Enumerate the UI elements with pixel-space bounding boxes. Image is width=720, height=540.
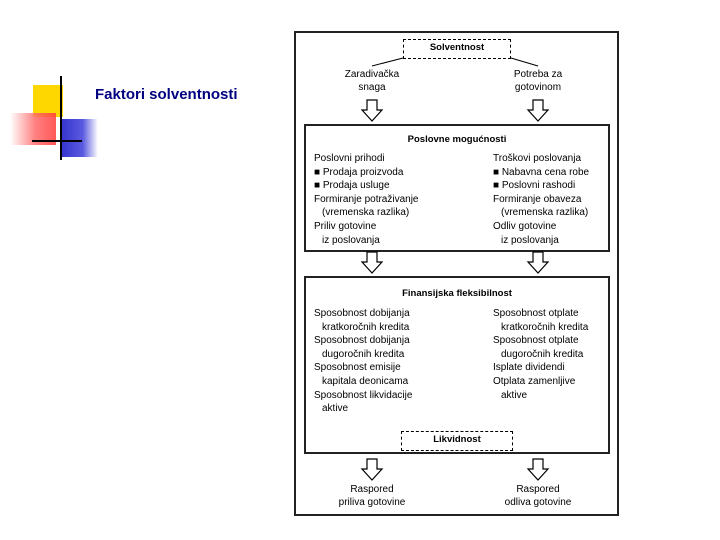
logo-vertical-line: [60, 76, 62, 160]
slide-title: Faktori solventnosti: [95, 86, 238, 103]
list-item: kapitala deonicama: [322, 375, 409, 387]
right-output-line-2: odliva gotovine: [504, 497, 572, 508]
list-item: Sposobnost emisije: [314, 362, 401, 374]
logo-horizontal-line: [32, 140, 82, 142]
list-item: (vremenska razlika): [501, 207, 589, 219]
list-item: dugoročnih kredita: [322, 348, 405, 360]
list-item: Odliv gotovine: [493, 220, 557, 232]
list-item: Priliv gotovine: [314, 220, 377, 232]
finansijska-fleksibilnost-section: Finansijska fleksibilnost: [304, 276, 610, 454]
list-item: dugoročnih kredita: [501, 348, 584, 360]
arrow-down-icon: [360, 251, 384, 274]
right-output-label: Raspored odliva gotovine: [488, 483, 588, 509]
list-item: kratkoročnih kredita: [322, 321, 410, 333]
list-item: Formiranje obaveza: [493, 193, 582, 205]
arrow-down-icon: [360, 458, 384, 481]
list-item: Formiranje potraživanje: [314, 193, 419, 205]
list-item: Sposobnost dobijanja: [314, 308, 410, 319]
list-item: ■ Poslovni rashodi: [493, 180, 576, 192]
logo-red-square: [10, 113, 56, 145]
list-item: aktive: [501, 389, 528, 401]
section1-title: Poslovne mogućnosti: [407, 134, 507, 145]
left-output-line-2: priliva gotovine: [338, 497, 406, 508]
arrow-down-icon: [526, 251, 550, 274]
right-output-line-1: Raspored: [516, 484, 560, 495]
list-item: iz poslovanja: [501, 234, 559, 246]
list-item: (vremenska razlika): [322, 207, 410, 219]
arrow-down-icon: [526, 458, 550, 481]
list-item: ■ Prodaja proizvoda: [314, 166, 404, 178]
list-item: iz poslovanja: [322, 234, 380, 246]
left-source-label: Zaradivačka snaga: [322, 68, 422, 94]
list-item: Sposobnost dobijanja: [314, 335, 410, 347]
top-right-connector: [510, 57, 539, 67]
list-item: ■ Nabavna cena robe: [493, 166, 590, 178]
section2-left-column: Sposobnost dobijanja kratkoročnih kredita…: [314, 307, 412, 416]
list-item: Isplate dividendi: [493, 362, 565, 374]
top-left-connector: [371, 57, 404, 67]
right-source-line-1: Potreba za: [513, 69, 563, 80]
left-output-line-1: Raspored: [350, 484, 394, 495]
section1-left-column: Poslovni prihodi ■ Prodaja proizvoda ■ Pro…: [314, 152, 419, 247]
left-output-label: Raspored priliva gotovine: [322, 483, 422, 509]
diagram-frame: [294, 31, 619, 516]
section1-right-column: Troškovi poslovanja ■ Nabavna cena robe ■ …: [493, 152, 589, 247]
logo-blue-square: [60, 119, 98, 157]
list-item: ■ Prodaja usluge: [314, 180, 390, 192]
arrow-down-icon: [526, 99, 550, 122]
logo-yellow-square: [33, 85, 63, 117]
poslovne-mogucnosti-section: Poslovne mogućnosti: [304, 124, 610, 252]
section2-title: Finansijska fleksibilnost: [402, 288, 512, 299]
list-item: aktive: [322, 403, 349, 415]
right-source-line-2: gotovinom: [514, 82, 562, 93]
list-item: Sposobnost otplate: [493, 308, 579, 319]
likvidnost-box: Likvidnost: [401, 431, 513, 451]
list-item: Troškovi poslovanja: [493, 153, 582, 164]
list-item: kratkoročnih kredita: [501, 321, 589, 333]
list-item: Sposobnost likvidacije: [314, 389, 413, 401]
list-item: Poslovni prihodi: [314, 153, 385, 164]
right-source-label: Potreba za gotovinom: [488, 68, 588, 94]
arrow-down-icon: [360, 99, 384, 122]
list-item: Sposobnost otplate: [493, 335, 579, 347]
list-item: Otplata zamenljive: [493, 375, 576, 387]
solventnost-box: Solventnost: [403, 39, 511, 59]
left-source-line-1: Zaradivačka: [344, 69, 400, 80]
left-source-line-2: snaga: [358, 82, 386, 93]
